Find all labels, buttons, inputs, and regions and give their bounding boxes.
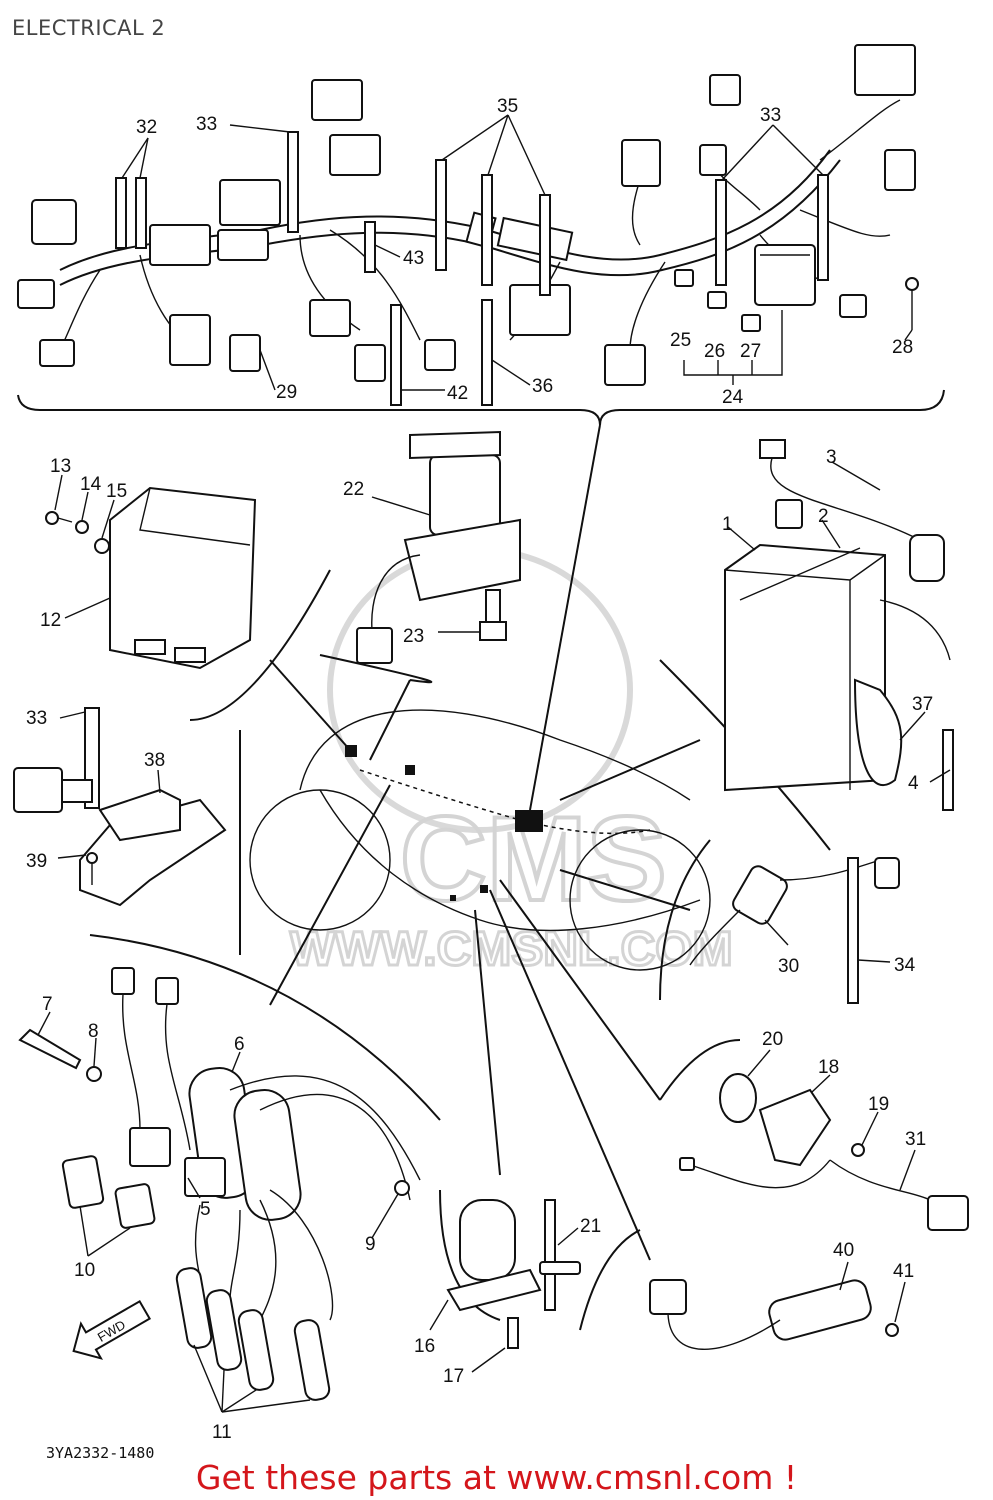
section-brackets (89, 569, 831, 1331)
callout-42: 42 (447, 383, 468, 404)
callout-38: 38 (144, 750, 165, 771)
ignitor-unit (45, 474, 257, 670)
callout-6: 6 (234, 1034, 245, 1055)
watermark-site: WWW.CMSNL.COM (290, 923, 733, 976)
callout-29: 29 (276, 382, 297, 403)
callout-7: 7 (42, 994, 53, 1015)
harness-leader (529, 424, 601, 811)
callout-15: 15 (106, 481, 127, 502)
callout-37: 37 (912, 694, 933, 715)
callout-24: 24 (722, 387, 744, 408)
callout-13: 13 (50, 456, 71, 477)
callout-30: 30 (778, 956, 799, 977)
callout-39: 39 (26, 851, 47, 872)
wire-harness-assembly (17, 44, 945, 426)
callout-40: 40 (833, 1240, 854, 1261)
callout-1: 1 (722, 514, 733, 535)
callout-36: 36 (532, 376, 553, 397)
sensor-assembly (679, 1049, 969, 1231)
promo-link[interactable]: Get these parts at www.cmsnl.com ! (195, 1458, 798, 1497)
page-title: ELECTRICAL 2 (12, 16, 166, 40)
motorcycle-outline (249, 709, 711, 971)
callout-8: 8 (88, 1021, 99, 1042)
bracket-assembly (13, 707, 227, 907)
callout-31: 31 (905, 1129, 926, 1150)
callout-28: 28 (892, 337, 913, 358)
callout-5: 5 (200, 1199, 211, 1220)
callout-9: 9 (365, 1234, 376, 1255)
callout-labels: 1 2 3 4 5 6 7 8 9 10 11 12 13 14 15 16 1… (26, 96, 933, 1443)
callout-16: 16 (414, 1336, 435, 1357)
callout-33c: 33 (26, 708, 47, 729)
callout-22: 22 (343, 479, 364, 500)
callout-33b: 33 (760, 105, 781, 126)
ignition-coil-assembly: FWD (18, 967, 421, 1413)
callout-17: 17 (443, 1366, 464, 1387)
callout-14: 14 (80, 474, 102, 495)
callout-26: 26 (704, 341, 725, 362)
callout-27: 27 (740, 341, 761, 362)
starter-relay (429, 1199, 581, 1373)
callout-12: 12 (40, 610, 61, 631)
callout-2: 2 (818, 506, 829, 527)
callout-3: 3 (826, 447, 837, 468)
callout-4: 4 (908, 773, 919, 794)
battery-assembly (724, 439, 954, 811)
callout-25: 25 (670, 330, 691, 351)
callout-35: 35 (497, 96, 518, 117)
fwd-arrow: FWD (72, 1299, 152, 1360)
callout-11: 11 (212, 1422, 232, 1443)
solenoid-assembly (649, 1261, 906, 1350)
callout-19: 19 (868, 1094, 889, 1115)
neutral-switch (689, 857, 900, 1004)
callout-32: 32 (136, 117, 157, 138)
callout-20: 20 (762, 1029, 783, 1050)
callout-23: 23 (403, 626, 424, 647)
main-switch (356, 430, 521, 664)
callout-41: 41 (893, 1261, 914, 1282)
diagram-code: 3YA2332-1480 (46, 1444, 155, 1462)
callout-10: 10 (74, 1260, 95, 1281)
callout-33a: 33 (196, 114, 217, 135)
callout-34: 34 (894, 955, 916, 976)
callout-43: 43 (403, 248, 424, 269)
callout-21: 21 (580, 1216, 601, 1237)
callout-18: 18 (818, 1057, 839, 1078)
